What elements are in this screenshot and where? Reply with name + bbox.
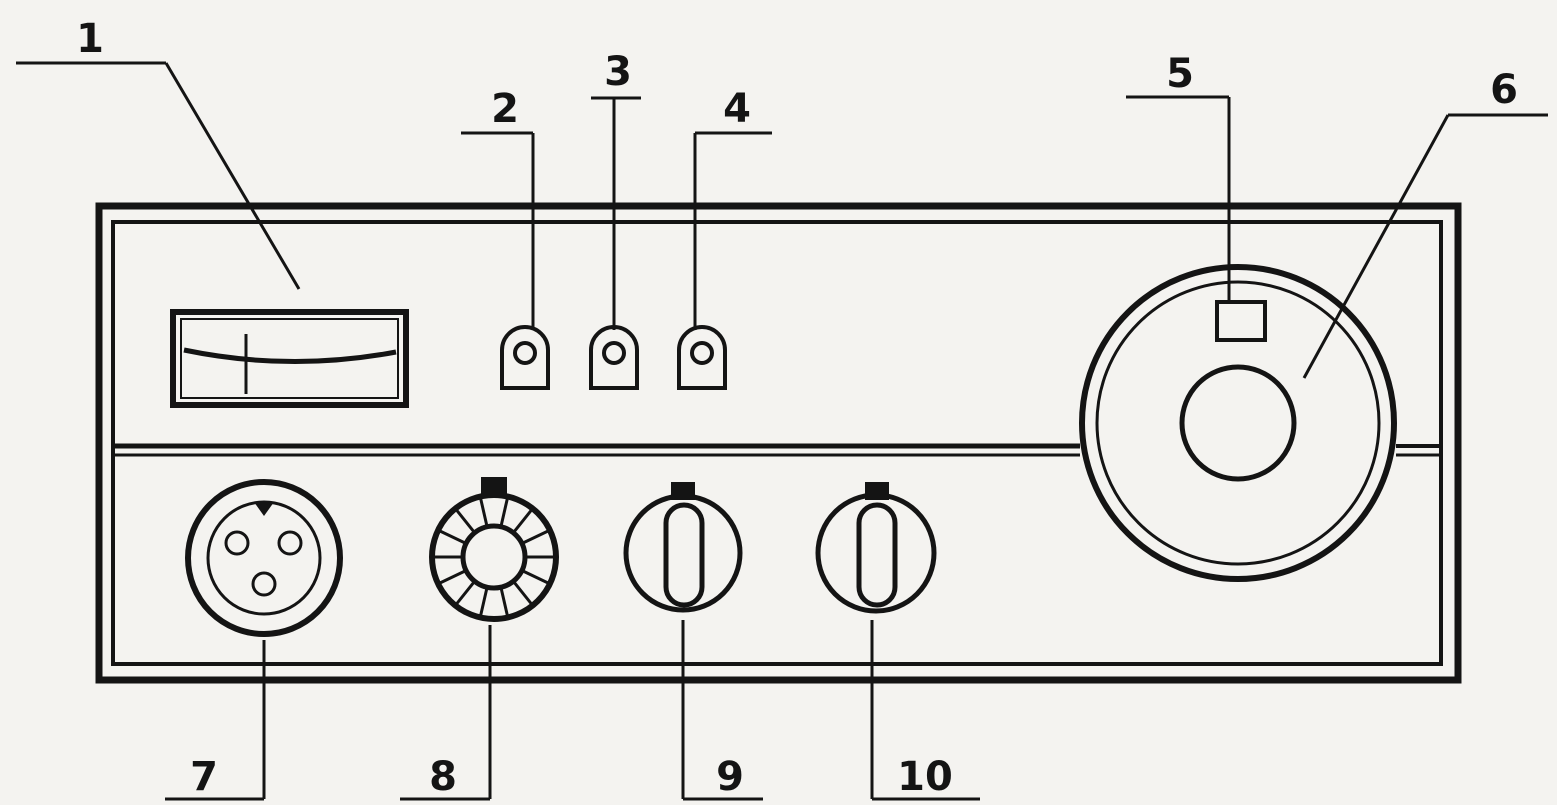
knob-rib xyxy=(478,586,489,618)
ribbed-knob xyxy=(429,477,559,622)
pointer-mark xyxy=(481,477,507,495)
callout-9: 9 xyxy=(716,754,744,800)
dial-window xyxy=(1215,300,1267,342)
pointer-mark xyxy=(865,482,889,500)
three-pin-connector xyxy=(185,479,343,637)
slotted-knob-10 xyxy=(815,482,937,614)
knob-rib xyxy=(521,569,551,586)
knob-rib xyxy=(478,496,489,528)
knob-rib xyxy=(512,507,534,534)
callout-3: 3 xyxy=(604,49,632,95)
indicator-lamp-4 xyxy=(677,325,727,390)
knob-rib xyxy=(454,580,476,607)
meter-window xyxy=(170,309,409,408)
main-dial xyxy=(1079,264,1397,582)
callout-7: 7 xyxy=(190,754,218,800)
callout-5: 5 xyxy=(1166,51,1194,97)
callout-8: 8 xyxy=(429,754,457,800)
leader-lines xyxy=(16,61,1548,801)
pointer-mark xyxy=(671,482,695,500)
indicator-lamp-2 xyxy=(500,325,550,390)
knob-rib xyxy=(454,507,476,534)
knob-rib xyxy=(437,528,467,545)
key-notch-icon xyxy=(254,502,274,516)
callout-2: 2 xyxy=(491,86,519,132)
panel-body xyxy=(95,202,1462,684)
slotted-knob-9 xyxy=(623,482,743,613)
callout-labels: 1 2 3 4 5 6 7 8 9 10 xyxy=(76,16,1518,800)
callout-10: 10 xyxy=(897,754,953,800)
knob-rib xyxy=(499,496,510,528)
knob-rib xyxy=(437,569,467,586)
indicator-lamp-3 xyxy=(589,325,639,390)
callout-6: 6 xyxy=(1490,67,1518,113)
knob-rib xyxy=(512,580,534,607)
callout-1: 1 xyxy=(76,16,104,62)
callout-4: 4 xyxy=(723,86,751,132)
knob-rib xyxy=(499,586,510,618)
knob-rib xyxy=(521,528,551,545)
